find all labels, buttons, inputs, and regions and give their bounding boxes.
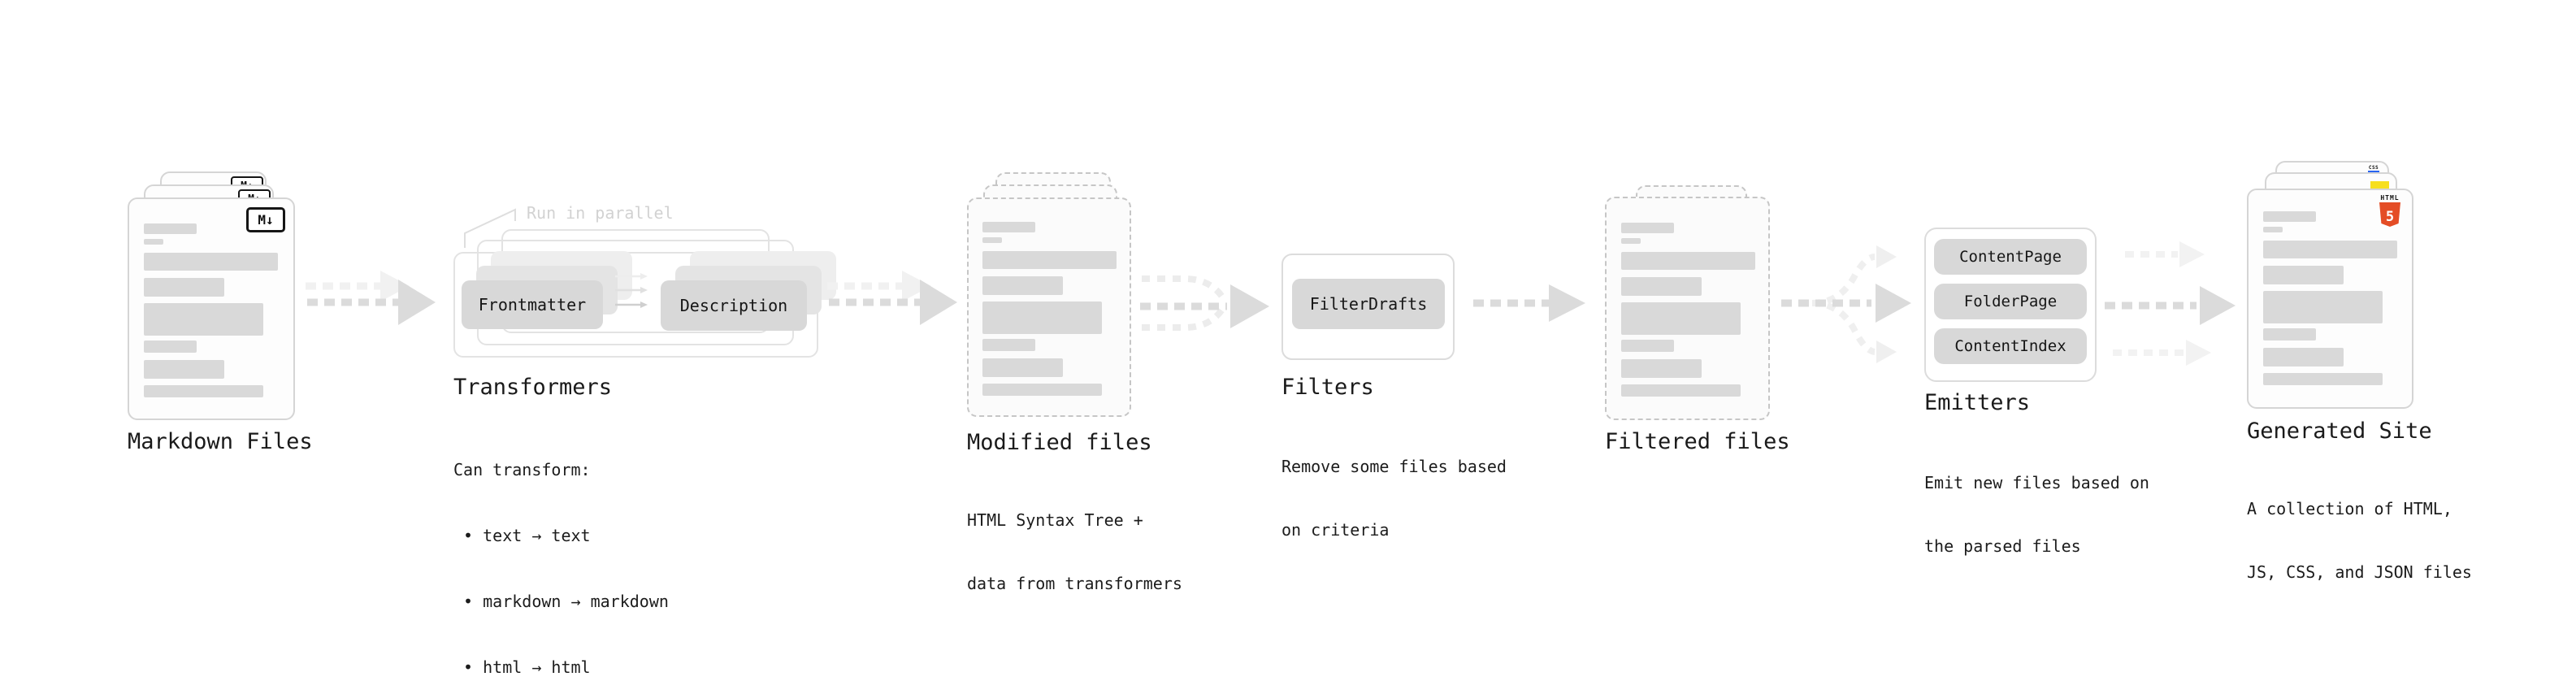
document-text-placeholder	[2263, 211, 2397, 385]
filters-description: Remove some files based on criteria	[1281, 414, 1507, 583]
generated-desc-line2: JS, CSS, and JSON files	[2247, 562, 2472, 582]
html5-icon: HTML 5	[2379, 194, 2400, 227]
emitters-desc-line1: Emit new files based on	[1924, 473, 2149, 492]
filters-desc-line2: on criteria	[1281, 520, 1390, 540]
bullet-markdown-to-markdown: • markdown → markdown	[453, 592, 669, 611]
parallel-transform-arrows	[615, 273, 648, 308]
flow-arrow-modified-to-filters	[1140, 275, 1269, 331]
document-text-placeholder	[144, 223, 278, 397]
can-transform-heading: Can transform:	[453, 460, 591, 479]
filterdrafts-chip: FilterDrafts	[1292, 279, 1445, 329]
contentindex-chip: ContentIndex	[1934, 328, 2087, 364]
description-chip: Description	[661, 280, 807, 331]
generated-desc-line1: A collection of HTML,	[2247, 499, 2452, 518]
contentpage-chip: ContentPage	[1934, 239, 2087, 275]
markdown-icon: M↓	[246, 207, 285, 232]
stage-label-filtered-files: Filtered files	[1605, 429, 1790, 454]
modified-desc-line2: data from transformers	[967, 574, 1182, 593]
filters-desc-line1: Remove some files based	[1281, 457, 1507, 476]
flow-arrow-emitters-to-site	[2105, 241, 2236, 366]
folderpage-chip: FolderPage	[1934, 284, 2087, 319]
document-text-placeholder	[982, 222, 1117, 396]
modified-files-description: HTML Syntax Tree + data from transformer…	[967, 467, 1182, 636]
run-in-parallel-note: Run in parallel	[527, 203, 674, 223]
flow-arrow-transformers-to-modified	[827, 271, 957, 325]
filtered-file-card-front	[1605, 197, 1770, 420]
modified-desc-line1: HTML Syntax Tree +	[967, 510, 1143, 530]
flow-arrow-markdown-to-transformers	[306, 271, 436, 325]
stage-label-filters: Filters	[1281, 375, 1374, 400]
stage-label-modified-files: Modified files	[967, 430, 1152, 455]
javascript-icon	[2370, 181, 2389, 190]
document-text-placeholder	[1621, 223, 1755, 397]
css-icon: CSS	[2367, 166, 2380, 173]
transformers-description: Can transform: • text → text • markdown …	[453, 415, 669, 681]
svg-text:5: 5	[2386, 209, 2394, 225]
stage-label-markdown-files: Markdown Files	[128, 429, 313, 454]
flow-arrow-filtered-to-emitters	[1781, 245, 1911, 363]
note-leader-line	[464, 208, 516, 248]
bullet-text-to-text: • text → text	[453, 526, 591, 545]
modified-file-card-front	[967, 197, 1131, 417]
stage-label-emitters: Emitters	[1924, 390, 2031, 415]
stage-label-transformers: Transformers	[453, 375, 613, 400]
bullet-html-to-html: • html → html	[453, 657, 591, 677]
emitters-desc-line2: the parsed files	[1924, 536, 2081, 556]
flow-arrow-filters-to-filtered	[1473, 284, 1585, 322]
stage-label-generated-site: Generated Site	[2247, 419, 2432, 444]
markdown-file-card-front: M↓	[128, 197, 295, 420]
frontmatter-chip: Frontmatter	[462, 280, 603, 329]
site-file-card-html: HTML 5	[2247, 189, 2413, 409]
emitters-description: Emit new files based on the parsed files	[1924, 430, 2149, 599]
generated-site-description: A collection of HTML, JS, CSS, and JSON …	[2247, 456, 2472, 625]
